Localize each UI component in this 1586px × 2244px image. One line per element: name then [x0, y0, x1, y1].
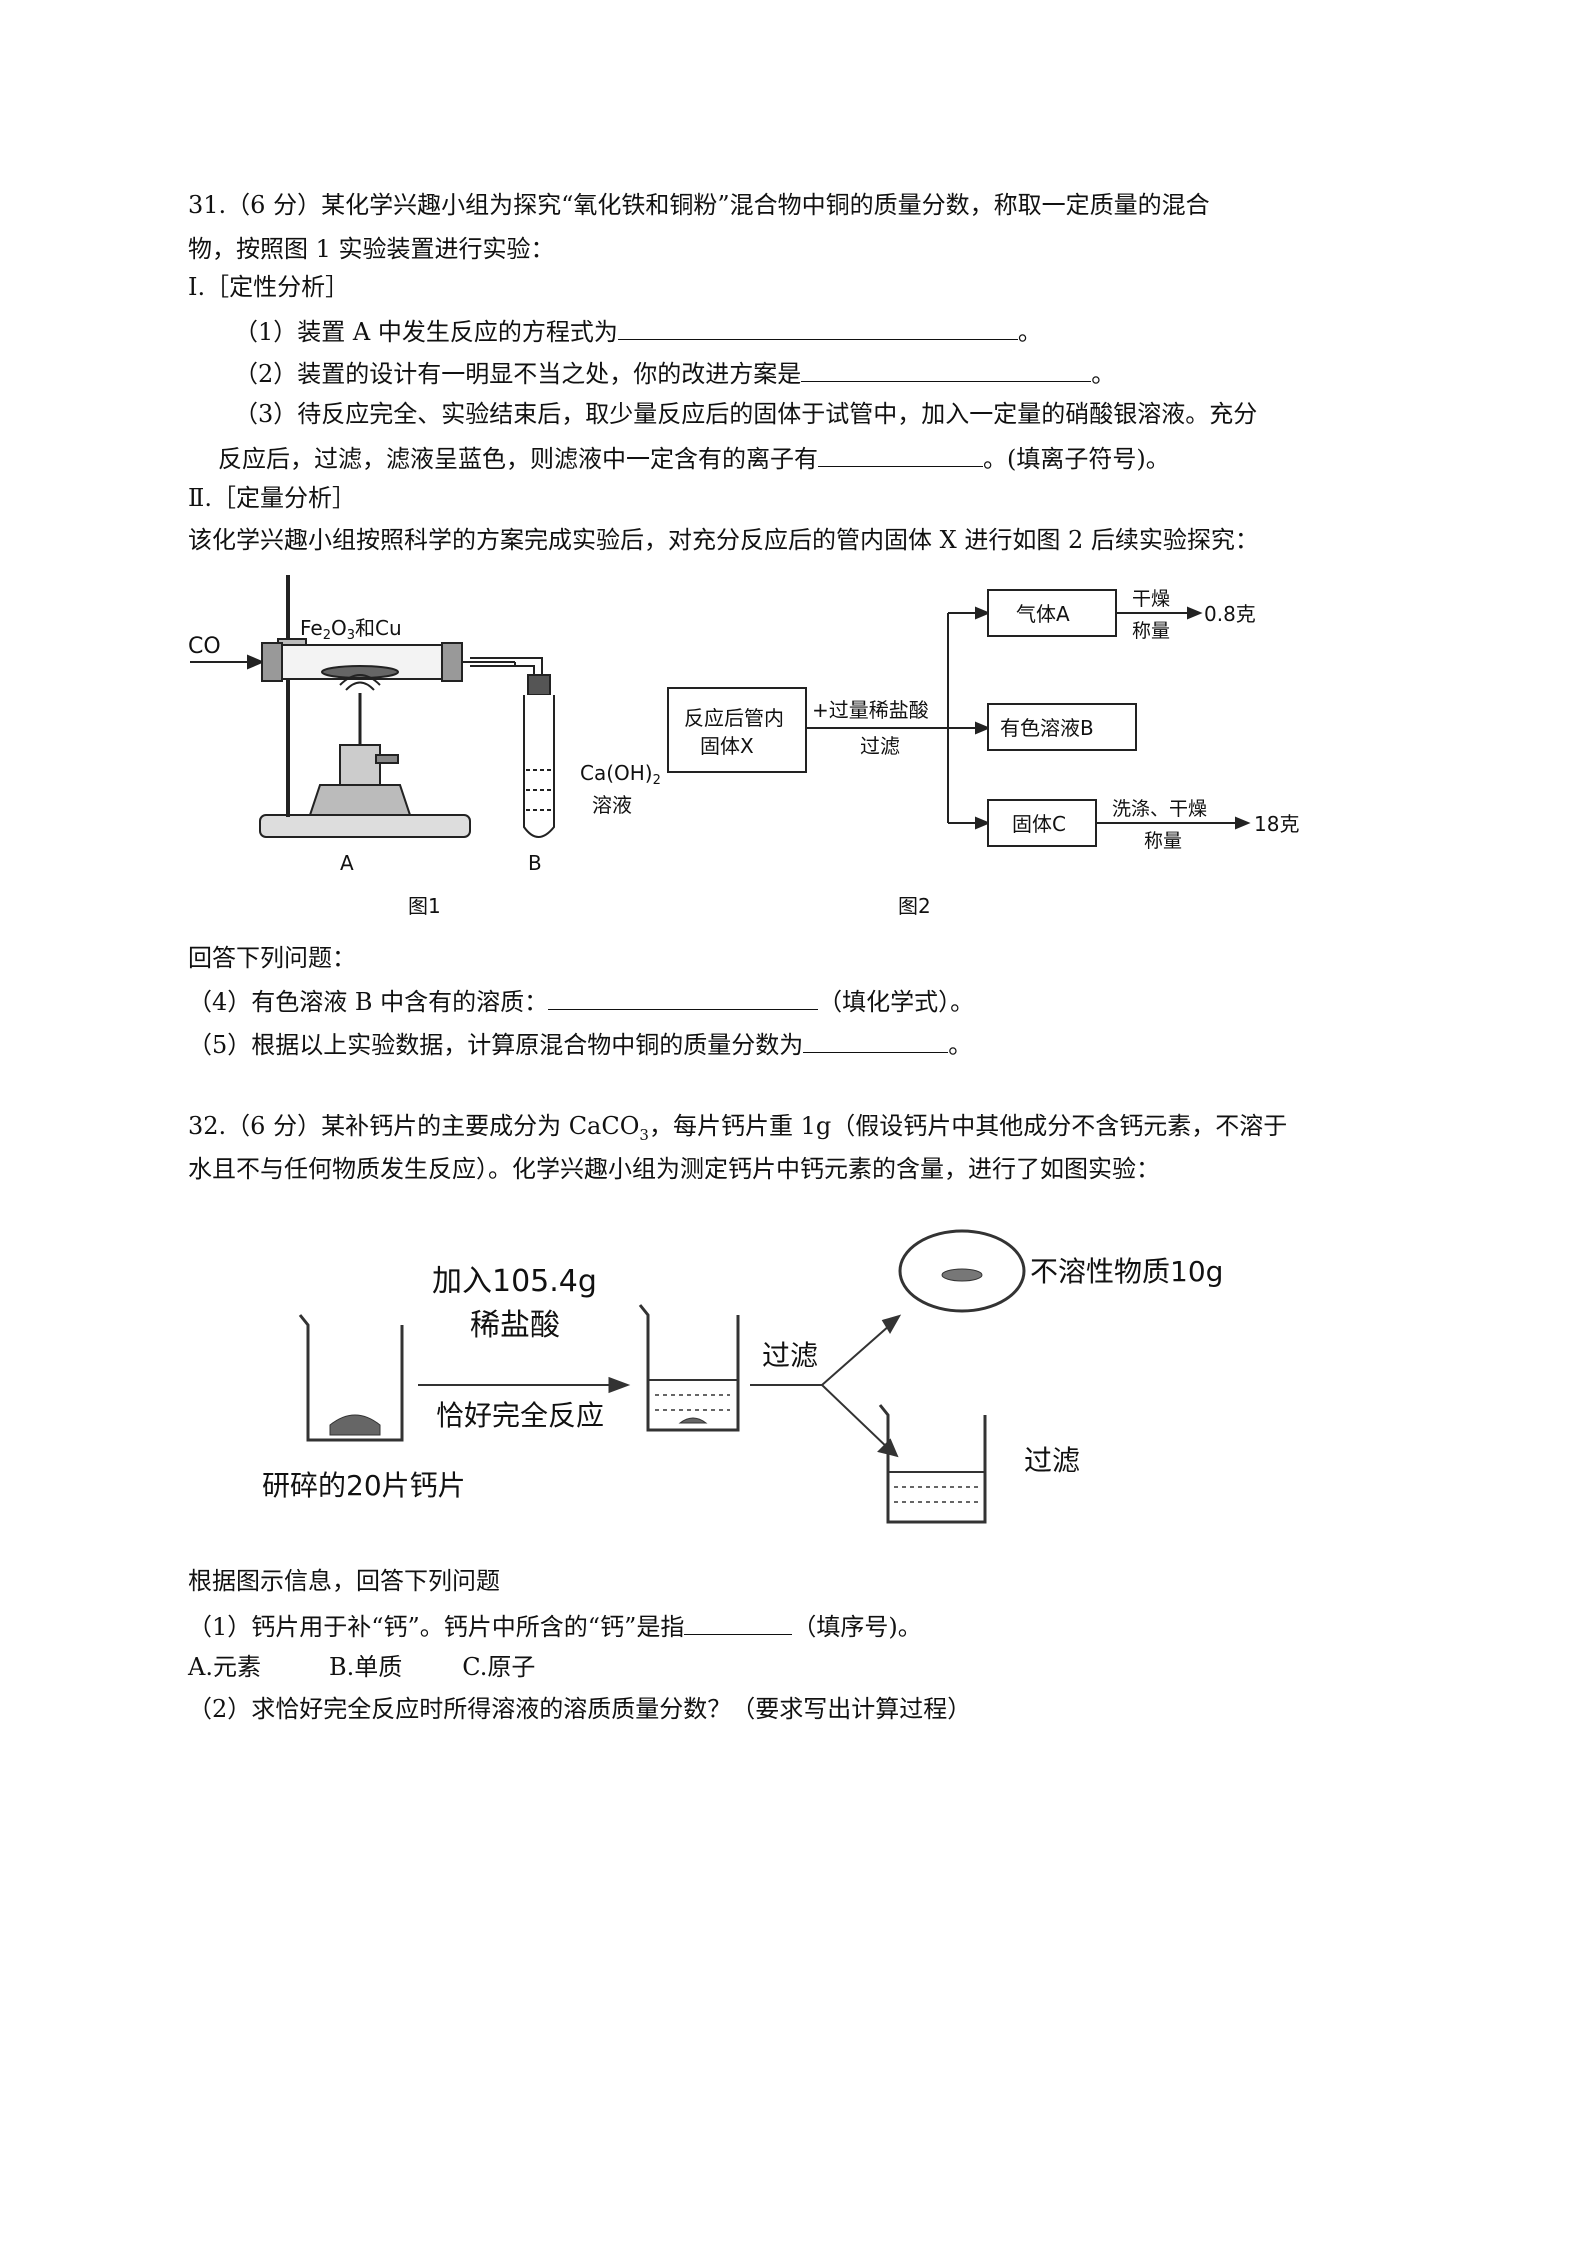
q32-sub1-end: （填序号)。 [792, 1613, 922, 1641]
fig1-limewater-label2: 溶液 [592, 793, 632, 817]
fig2-arrow-filter: 过滤 [860, 734, 900, 758]
fig2-gas-weigh: 称量 [1132, 620, 1170, 642]
q31-sub5: （5）根据以上实验数据，计算原混合物中铜的质量分数为 。 [188, 1026, 972, 1062]
q32-fig-tablets: 研碎的20片钙片 [262, 1469, 466, 1502]
fig1-apparatus [190, 575, 555, 838]
q31-sub4: （4）有色溶液 B 中含有的溶质： （填化学式）。 [188, 983, 974, 1019]
fig2-start-box-line1: 反应后管内 [684, 706, 784, 730]
fig2-solid-weigh: 称量 [1144, 830, 1182, 852]
fig2-arrow-reagent: +过量稀盐酸 [812, 698, 929, 722]
q32-figure-shapes [298, 1229, 1026, 1524]
fig2-gas-dry: 干燥 [1132, 588, 1170, 610]
fig1-label-b: B [528, 851, 542, 875]
q32-intro-line1: 32.（6 分）某补钙片的主要成分为 CaCO3，每片钙片重 1g（假设钙片中其… [188, 1109, 1287, 1152]
q31-sub2-answer-blank[interactable] [801, 355, 1092, 382]
q31-part1-title: Ⅰ.［定性分析］ [188, 273, 350, 301]
q32-fig-react: 恰好完全反应 [436, 1399, 604, 1432]
q32-option-b[interactable]: B.单质 [328, 1653, 403, 1681]
q31-sub4-text: （4）有色溶液 B 中含有的溶质： [188, 988, 549, 1016]
q32-sub1-answer-blank[interactable] [684, 1608, 793, 1635]
q31-sub3-text: 反应后，过滤，滤液呈蓝色，则滤液中一定含有的离子有 [218, 445, 818, 473]
fig2-flowchart [667, 589, 1251, 847]
q31-intro-line2: 物，按照图 1 实验装置进行实验： [188, 235, 555, 263]
q31-sub5-answer-blank[interactable] [803, 1026, 949, 1053]
q31-sub3-end: 。(填离子符号)。 [983, 445, 1170, 473]
q32-fig-filter: 过滤 [762, 1339, 818, 1372]
fig2-gas-result: 0.8克 [1204, 602, 1256, 626]
q32-figure: 加入105.4g 稀盐酸 恰好完全反应 过滤 不溶性物质10g 过滤 研碎的20… [262, 1229, 1223, 1524]
q32-intro-b: ，每片钙片重 1g（假设钙片中其他成分不含钙元素，不溶于 [648, 1112, 1288, 1140]
q32-sub2: （2）求恰好完全反应时所得溶液的溶质质量分数？（要求写出计算过程） [188, 1695, 972, 1723]
q32-fig-add-line2: 稀盐酸 [470, 1308, 560, 1343]
fig2-solid-wash: 洗涤、干燥 [1112, 798, 1207, 820]
q32-fig-insoluble: 不溶性物质10g [1030, 1255, 1223, 1288]
q31-sub1-end: 。 [1017, 318, 1042, 346]
q32-options: A.元素 B.单质 C.原子 [188, 1650, 535, 1684]
q31-sub4-end: （填化学式）。 [818, 988, 975, 1016]
fig1-limewater-label: Ca(OH)2 [580, 761, 661, 788]
fig2-start-box-line2: 固体X [700, 734, 754, 758]
q31-part2-title: Ⅱ.［定量分析］ [188, 484, 356, 512]
q32-intro-sub: 3 [639, 1125, 649, 1144]
q31-sub2-end: 。 [1091, 360, 1116, 388]
q32-intro-a: 32.（6 分）某补钙片的主要成分为 CaCO [188, 1112, 640, 1140]
fig2-solid-box: 固体C [1012, 812, 1066, 836]
q31-sub4-answer-blank[interactable] [548, 983, 819, 1010]
fig1-co-label: CO [188, 634, 221, 659]
q32-after-figure: 根据图示信息，回答下列问题 [188, 1567, 500, 1595]
q32-option-c[interactable]: C.原子 [462, 1653, 536, 1681]
q31-part2-intro: 该化学兴趣小组按照科学的方案完成实验后，对充分反应后的管内固体 X 进行如图 2… [188, 526, 1259, 554]
fig1-caption: 图1 [408, 894, 441, 918]
fig1-reagent-label: Fe2O3和Cu [300, 616, 402, 643]
q32-fig-filtrate: 过滤 [1024, 1444, 1080, 1477]
q31-sub1-answer-blank[interactable] [617, 313, 1018, 340]
fig2-caption: 图2 [898, 894, 931, 918]
fig1-label-a: A [340, 851, 354, 875]
q31-answer-title: 回答下列问题： [188, 944, 356, 972]
q31-sub3-line1: （3）待反应完全、实验结束后，取少量反应后的固体于试管中，加入一定量的硝酸银溶液… [234, 400, 1258, 428]
fig2-solution-box: 有色溶液B [1000, 716, 1094, 740]
q31-sub5-text: （5）根据以上实验数据，计算原混合物中铜的质量分数为 [188, 1031, 804, 1059]
q31-figures: CO Fe2O3和Cu Ca(OH)2 溶液 A B 图1 反应后管内 固体X … [188, 575, 1299, 918]
q32-option-a[interactable]: A.元素 [188, 1653, 261, 1681]
q31-sub3-answer-blank[interactable] [818, 440, 983, 467]
q31-sub3-line2: 反应后，过滤，滤液呈蓝色，则滤液中一定含有的离子有 。(填离子符号)。 [218, 440, 1170, 476]
q32-fig-add-line1: 加入105.4g [432, 1264, 597, 1299]
q31-sub2-text: （2）装置的设计有一明显不当之处，你的改进方案是 [234, 360, 802, 388]
q31-sub1-text: （1）装置 A 中发生反应的方程式为 [234, 318, 618, 346]
q32-intro-line2: 水且不与任何物质发生反应）。化学兴趣小组为测定钙片中钙元素的含量，进行了如图实验… [188, 1155, 1160, 1183]
q32-sub1: （1）钙片用于补“钙”。钙片中所含的“钙”是指 （填序号)。 [188, 1608, 922, 1644]
q31-sub5-end: 。 [948, 1031, 973, 1059]
q32-sub1-text: （1）钙片用于补“钙”。钙片中所含的“钙”是指 [188, 1613, 685, 1641]
q31-sub1: （1）装置 A 中发生反应的方程式为 。 [234, 313, 1042, 349]
q31-sub2: （2）装置的设计有一明显不当之处，你的改进方案是 。 [234, 355, 1115, 391]
fig2-solid-result: 18克 [1254, 812, 1299, 836]
q31-intro-line1: 31.（6 分）某化学兴趣小组为探究“氧化铁和铜粉”混合物中铜的质量分数，称取一… [188, 191, 1210, 219]
fig2-gas-box: 气体A [1016, 602, 1070, 626]
